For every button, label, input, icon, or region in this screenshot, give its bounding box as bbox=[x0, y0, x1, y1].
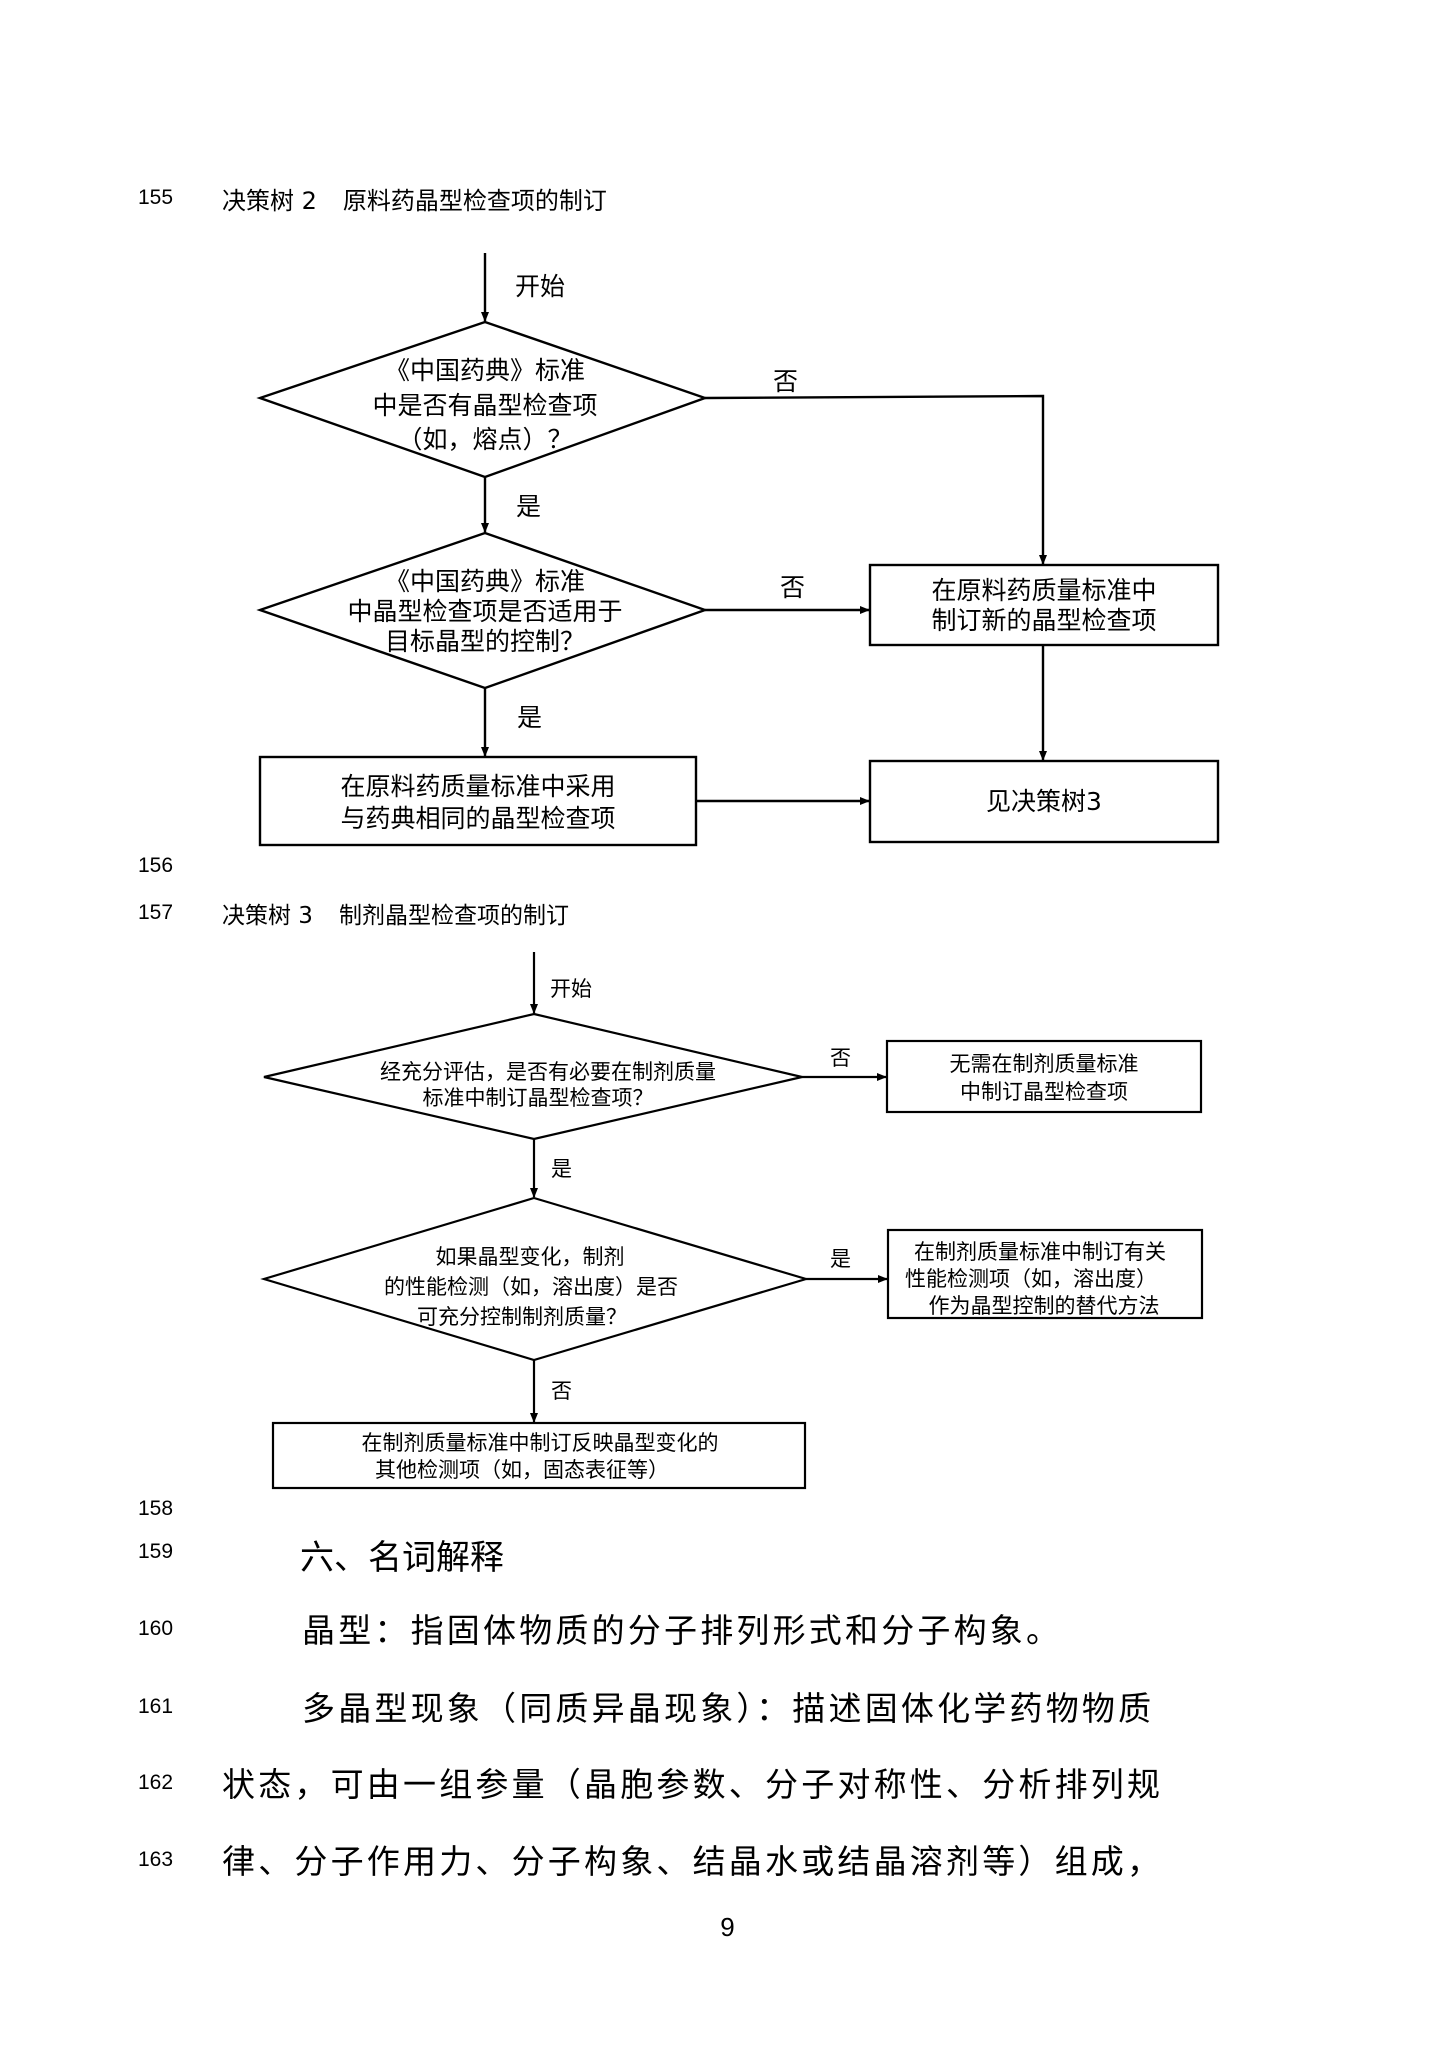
tree3-caption-label: 决策树 3 bbox=[222, 903, 313, 929]
tree2-box-see-text: 见决策树3 bbox=[986, 787, 1102, 816]
line-number-163: 163 bbox=[138, 1848, 174, 1871]
tree2-d2-line2: 中晶型检查项是否适用于 bbox=[347, 597, 622, 626]
tree3-box-no-check-needed bbox=[885, 1039, 1203, 1114]
tree3-d2-line1: 如果晶型变化，制剂 bbox=[436, 1245, 625, 1269]
tree3-caption-title: 制剂晶型检查项的制订 bbox=[338, 903, 569, 929]
definition-polymorphism-line1: 多晶型现象（同质异晶现象）：描述固体化学药物物质 bbox=[302, 1689, 1155, 1728]
tree3-start-label: 开始 bbox=[550, 977, 592, 1001]
tree3-d2-no-label: 否 bbox=[551, 1379, 572, 1403]
tree2-box-adopt-line2: 与药典相同的晶型检查项 bbox=[340, 804, 615, 833]
tree2-caption-title: 原料药晶型检查项的制订 bbox=[342, 187, 607, 215]
tree3-caption: 决策树 3 制剂晶型检查项的制订 bbox=[222, 896, 569, 930]
tree2-d2-no-label: 否 bbox=[780, 573, 805, 602]
tree3-d2-yes-label: 是 bbox=[830, 1247, 851, 1271]
tree2-d2-line1: 《中国药典》标准 bbox=[385, 567, 585, 596]
tree2-d2-yes-label: 是 bbox=[517, 703, 542, 732]
section-heading: 六、名词解释 bbox=[300, 1538, 504, 1578]
line-number-155: 155 bbox=[138, 186, 174, 209]
tree2-d1-line3: （如，熔点）？ bbox=[397, 425, 572, 454]
tree3-box-perf-line3: 作为晶型控制的替代方法 bbox=[929, 1294, 1160, 1318]
tree3-box-perf-line1: 在制剂质量标准中制订有关 bbox=[914, 1240, 1166, 1264]
tree3-box-perf-line2: 性能检测项（如，溶出度） bbox=[905, 1267, 1157, 1291]
tree2-labels: 开始 《中国药典》标准 中是否有晶型检查项 （如，熔点）？ 否 是 《中国药典》… bbox=[340, 272, 1156, 833]
tree2-box-see-tree3 bbox=[868, 759, 1220, 844]
line-number-158: 158 bbox=[138, 1497, 174, 1520]
decision-tree-2 bbox=[256, 253, 1220, 847]
tree3-d2-line2: 的性能检测（如，溶出度）是否 bbox=[384, 1275, 678, 1299]
tree3-box-none-line1: 无需在制剂质量标准 bbox=[950, 1052, 1139, 1076]
definition-crystal-form: 晶型：指固体物质的分子排列形式和分子构象。 bbox=[302, 1611, 1063, 1650]
line-number-159: 159 bbox=[138, 1540, 174, 1563]
line-number-160: 160 bbox=[138, 1617, 174, 1640]
tree3-labels: 开始 经充分评估，是否有必要在制剂质量 标准中制订晶型检查项？ 否 是 如果晶型… bbox=[362, 977, 1167, 1482]
tree3-d1-yes-label: 是 bbox=[551, 1157, 572, 1181]
flowchart-svg: 开始 《中国药典》标准 中是否有晶型检查项 （如，熔点）？ 否 是 《中国药典》… bbox=[256, 253, 1220, 1490]
tree2-box-new-line2: 制订新的晶型检查项 bbox=[931, 606, 1156, 635]
tree2-box-adopt bbox=[258, 755, 698, 847]
tree2-box-adopt-line1: 在原料药质量标准中采用 bbox=[340, 772, 615, 801]
tree2-d1-line1: 《中国药典》标准 bbox=[385, 356, 585, 385]
tree2-caption-label: 决策树 2 bbox=[222, 187, 317, 215]
tree3-box-other-line2: 其他检测项（如，固态表征等） bbox=[375, 1458, 669, 1482]
tree3-box-other-line1: 在制剂质量标准中制订反映晶型变化的 bbox=[362, 1431, 719, 1455]
definition-polymorphism-line2: 状态，可由一组参量（晶胞参数、分子对称性、分析排列规 bbox=[222, 1765, 1164, 1804]
line-number-162: 162 bbox=[138, 1771, 174, 1794]
tree3-d2-line3: 可充分控制制剂质量？ bbox=[417, 1305, 627, 1329]
tree3-box-other-tests bbox=[271, 1421, 807, 1490]
tree2-d1-no-connector bbox=[704, 394, 1047, 565]
tree3-d1-line2: 标准中制订晶型检查项？ bbox=[423, 1086, 654, 1110]
tree2-d1-line2: 中是否有晶型检查项 bbox=[372, 391, 597, 420]
tree3-box-performance-test bbox=[886, 1228, 1204, 1320]
tree2-box-new-check bbox=[868, 563, 1220, 647]
tree3-box-none-line2: 中制订晶型检查项 bbox=[960, 1080, 1128, 1104]
line-number-157: 157 bbox=[138, 901, 174, 924]
page-number: 9 bbox=[720, 1912, 735, 1942]
definition-polymorphism-line3: 律、分子作用力、分子构象、结晶水或结晶溶剂等）组成， bbox=[222, 1842, 1164, 1881]
decision-tree-3 bbox=[260, 952, 1204, 1490]
line-number-161: 161 bbox=[138, 1695, 174, 1718]
tree2-box-new-line1: 在原料药质量标准中 bbox=[931, 576, 1156, 605]
tree2-d1-yes-label: 是 bbox=[516, 492, 541, 521]
tree2-start-label: 开始 bbox=[515, 272, 565, 301]
line-number-156: 156 bbox=[138, 854, 174, 877]
tree3-d1-no-label: 否 bbox=[830, 1046, 851, 1070]
tree2-caption: 决策树 2 原料药晶型检查项的制订 bbox=[222, 181, 607, 216]
tree2-d2-line3: 目标晶型的控制？ bbox=[385, 627, 585, 656]
tree3-d1-line1: 经充分评估，是否有必要在制剂质量 bbox=[380, 1060, 716, 1084]
tree2-d1-no-label: 否 bbox=[773, 367, 798, 396]
